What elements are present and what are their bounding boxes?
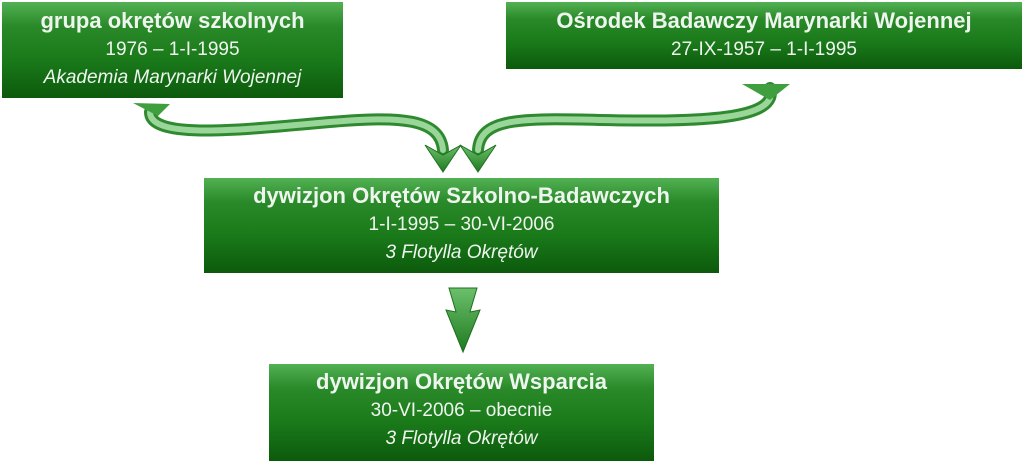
node-parent: Akademia Marynarki Wojennej bbox=[43, 67, 302, 88]
arrow-left-to-middle bbox=[133, 103, 462, 173]
node-dates: 1976 – 1-I-1995 bbox=[105, 39, 240, 60]
node-osrodek-badawczy: Ośrodek Badawczy Marynarki Wojennej 27-I… bbox=[506, 2, 1022, 69]
node-title: dywizjon Okrętów Wsparcia bbox=[316, 369, 607, 394]
node-dywizjon-wsparcia: dywizjon Okrętów Wsparcia 30-VI-2006 – o… bbox=[269, 364, 654, 461]
node-parent: 3 Flotylla Okrętów bbox=[385, 428, 538, 449]
arrow-down bbox=[445, 287, 481, 354]
node-dates: 30-VI-2006 – obecnie bbox=[370, 400, 553, 421]
node-title: grupa okrętów szkolnych bbox=[40, 8, 305, 33]
node-parent: 3 Flotylla Okrętów bbox=[385, 242, 538, 263]
arrow-right-to-middle bbox=[459, 82, 790, 173]
node-title: dywizjon Okrętów Szkolno-Badawczych bbox=[253, 183, 670, 208]
node-title: Ośrodek Badawczy Marynarki Wojennej bbox=[556, 8, 972, 33]
node-grupa-okretow-szkolnych: grupa okrętów szkolnych 1976 – 1-I-1995 … bbox=[2, 2, 343, 98]
node-dywizjon-szkolno-badawczych: dywizjon Okrętów Szkolno-Badawczych 1-I-… bbox=[204, 178, 719, 273]
node-dates: 1-I-1995 – 30-VI-2006 bbox=[368, 214, 555, 235]
node-dates: 27-IX-1957 – 1-I-1995 bbox=[671, 39, 857, 60]
